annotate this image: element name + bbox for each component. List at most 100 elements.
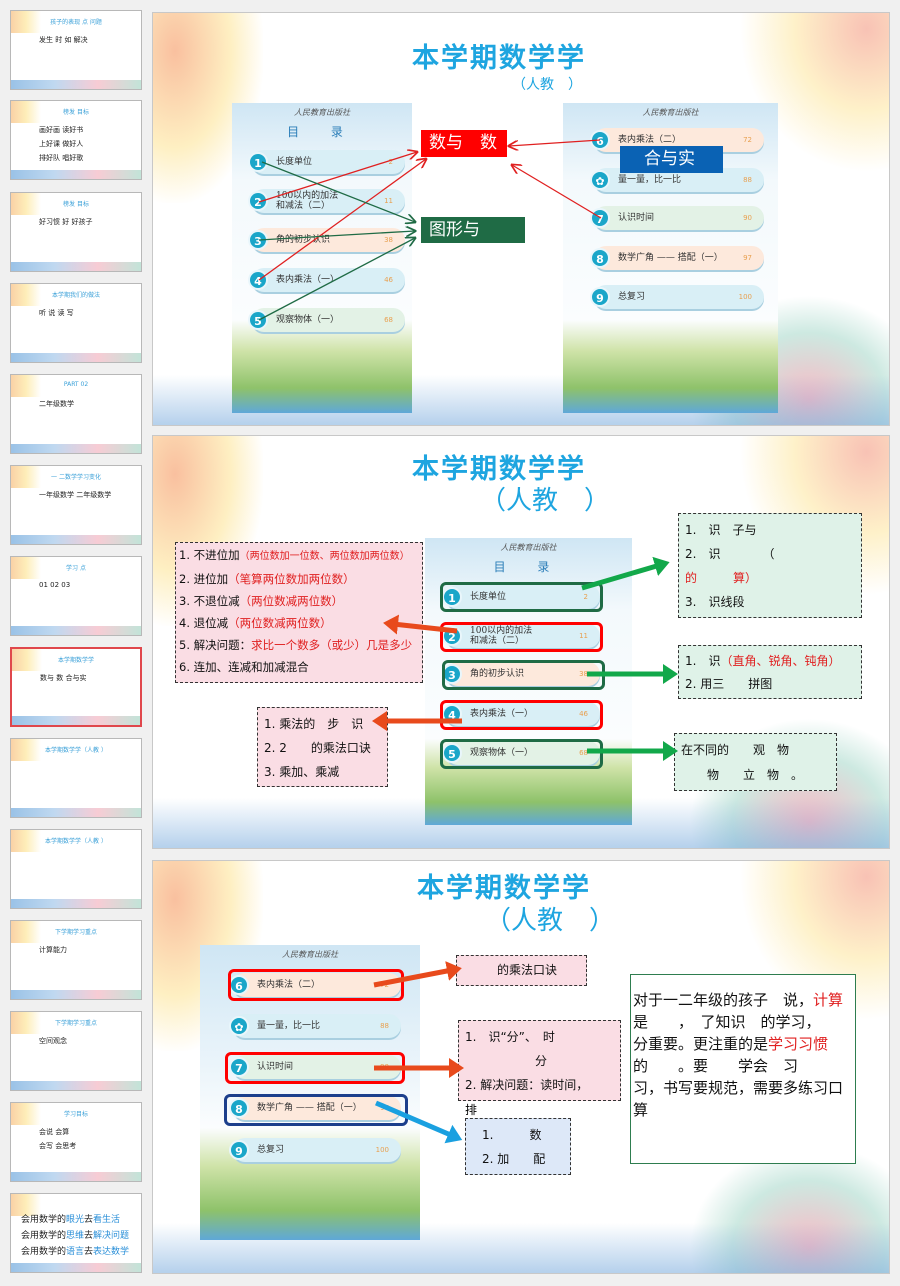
- slide-thumbnail[interactable]: 本学期我们的做法听 说 读 写: [10, 283, 142, 363]
- slide-thumbnail[interactable]: 本学期数学学（人教 ）: [10, 738, 142, 818]
- closing-line-part: 会用数学的: [21, 1215, 67, 1225]
- chapter-page: 46: [579, 710, 588, 718]
- thumbnail-decoration: [11, 170, 141, 179]
- thumbnail-text: 画好画 读好书: [39, 126, 84, 134]
- chapter-title: 角的初步认识: [276, 235, 331, 245]
- thumbnail-title: 本学期数学学: [57, 657, 94, 664]
- observe-objects-box: 在不同的 观 物 物 立 物 。: [674, 733, 837, 791]
- chapter-page: 100: [375, 1146, 389, 1154]
- parent-note-textbox: 对于一二年级的孩子 说，计算是 ， 了知识 的学习， 分重要。更注重的是学习习惯…: [630, 974, 858, 1164]
- chapter-title: 量一量，比一比: [618, 175, 682, 185]
- slide-thumbnail[interactable]: 一 二数学学习变化一年级数学 二年级数学: [10, 465, 142, 545]
- closing-line-part: 表达数学: [93, 1247, 130, 1257]
- thumbnail-decoration: [11, 1194, 41, 1216]
- chapter-title: 100以内的加法 和减法（二）: [276, 191, 339, 211]
- thumbnail-decoration: [11, 11, 41, 33]
- chapter-number-badge: 3: [248, 230, 268, 250]
- slide-thumbnail[interactable]: 榜发 目标好习惯 好 好孩子: [10, 192, 142, 272]
- publisher-logo: 人民教育出版社: [294, 108, 350, 117]
- slide-thumbnail[interactable]: 下学期学习重点计算能力: [10, 920, 142, 1000]
- multiplication-table-box: 的乘法口诀: [456, 955, 587, 986]
- thumbnail-decoration: [11, 193, 41, 215]
- highlight-red: [228, 969, 404, 1001]
- thumbnail-text: 听 说 读 写: [39, 309, 74, 317]
- chapter-title: 表内乘法（一）: [276, 275, 340, 285]
- chapter-number-badge: 9: [590, 287, 610, 307]
- chapter-number-badge: 5: [248, 310, 268, 330]
- thumbnail-decoration: [11, 80, 141, 89]
- closing-line: 会用数学的语言去表达数学: [21, 1244, 129, 1257]
- thumbnail-decoration: [11, 1103, 41, 1125]
- thumbnail-decoration: [11, 466, 41, 488]
- slide-thumbnail[interactable]: 孩子的表现 点 问题发生 时 如 解决: [10, 10, 142, 90]
- thumbnail-text: 发生 时 如 解决: [39, 36, 88, 44]
- thumbnail-title: PART 02: [63, 381, 89, 388]
- chapter-title: 总复习: [257, 1145, 285, 1155]
- chapter-title: 数学广角 —— 搭配（一）: [257, 1103, 362, 1113]
- chapter-page: 100: [738, 293, 752, 301]
- thumbnail-decoration: [11, 1081, 141, 1090]
- closing-line-part: 语言: [66, 1247, 85, 1257]
- slide-thumbnail[interactable]: 本学期数学学（人教 ）: [10, 829, 142, 909]
- chapter-title: 表内乘法（二）: [257, 980, 321, 990]
- publisher-logo: 人民教育出版社: [500, 543, 557, 552]
- matching-box: 1. 数 2. 加 配: [465, 1118, 571, 1175]
- chapter-page: 97: [743, 254, 752, 262]
- slide-title: 本学期数学学: [412, 454, 586, 485]
- chapter-title: 100以内的加法 和减法（二）: [470, 626, 533, 646]
- highlight-red: [440, 700, 603, 730]
- thumbnail-decoration: [11, 353, 141, 362]
- thumbnail-text: 空间观念: [39, 1037, 67, 1045]
- chapter-number-badge: 8: [590, 248, 610, 268]
- thumbnail-decoration: [11, 990, 141, 999]
- tag-number-and-algebra: 数与 数: [421, 130, 507, 157]
- slide-thumbnail[interactable]: 学习目标会说 会算会写 会思考: [10, 1102, 142, 1182]
- chapter-title: 认识时间: [257, 1062, 294, 1072]
- slide-thumbnail[interactable]: 下学期学习重点空间观念: [10, 1011, 142, 1091]
- thumbnail-decoration: [11, 557, 41, 579]
- toc-item[interactable]: 9 总复习 100: [229, 1138, 401, 1162]
- thumbnail-decoration: [11, 1172, 141, 1181]
- tag-statistics-practice: 合与实: [620, 146, 723, 173]
- thumbnail-title: 本学期数学学（人教 ）: [45, 838, 107, 845]
- closing-line-part: 会用数学的: [21, 1247, 67, 1257]
- chapter-number-badge: 9: [229, 1140, 249, 1160]
- thumbnail-text: 上好课 做好人: [39, 140, 84, 148]
- chapter-number-badge: 1: [442, 587, 462, 607]
- slide-thumbnail[interactable]: 本学期数学学数与 数 合与实: [10, 647, 142, 727]
- thumbnail-title: 榜发 目标: [63, 201, 89, 208]
- slide-subtitle: （人教 ）: [512, 77, 582, 93]
- chapter-title: 观察物体（一）: [470, 748, 534, 758]
- chapter-number-badge: 8: [229, 1098, 249, 1118]
- thumbnail-title: 一 二数学学习变化: [51, 474, 101, 481]
- chapter-page: 11: [579, 632, 588, 640]
- thumbnail-text: 01 02 03: [39, 581, 71, 589]
- thumbnail-text: 好习惯 好 好孩子: [39, 218, 93, 226]
- slide-thumbnail[interactable]: 榜发 目标画好画 读好书上好课 做好人排好队 唱好歌: [10, 100, 142, 180]
- closing-line-part: 眼光: [66, 1215, 85, 1225]
- chapter-number-badge: 4: [248, 270, 268, 290]
- thumbnail-title: 孩子的表现 点 问题: [50, 19, 102, 26]
- slide-thumbnail[interactable]: 会用数学的眼光去看生活会用数学的思维去解决问题会用数学的语言去表达数学: [10, 1193, 142, 1273]
- chapter-number-badge: ✿: [229, 1016, 249, 1036]
- chapter-title: 认识时间: [618, 213, 655, 223]
- chapter-page: 90: [743, 214, 752, 222]
- thumbnail-title: 下学期学习重点: [54, 1020, 97, 1027]
